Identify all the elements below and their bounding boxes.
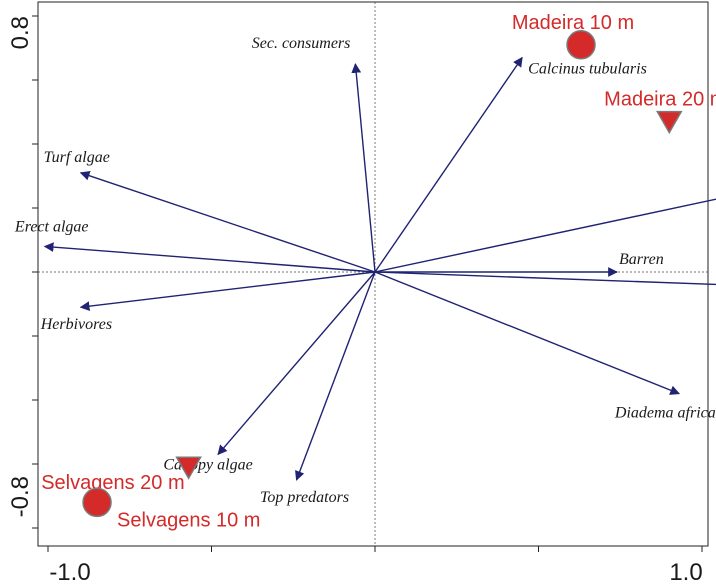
arrow-turf-algae — [79, 170, 376, 273]
arrow-top-predators — [295, 271, 376, 481]
site-markers: Madeira 10 m Madeira 20 m Selvagens 20 m Se… — [41, 12, 716, 532]
site-label-selvagens-10-m: Selvagens 10 m — [117, 509, 260, 531]
site-marker-madeira-20-m — [656, 110, 683, 135]
x-tick-label-left: -1.0 — [49, 559, 90, 584]
axis-tick-labels: 0.8 -0.8 -1.0 1.0 — [7, 16, 703, 584]
arrow-diadema-africanum — [374, 271, 681, 395]
arrow-label-top-predators: Top predators — [260, 489, 349, 506]
site-marker-madeira-10-m — [566, 30, 596, 60]
arrow-inverts — [374, 271, 716, 290]
x-tick-label-right: 1.0 — [669, 559, 702, 584]
site-marker-selvagens-20-m — [175, 456, 202, 480]
site-label-madeira-20-m: Madeira 20 m — [604, 89, 716, 111]
arrow-label-erect-algae: Erect algae — [14, 218, 89, 235]
site-marker-selvagens-10-m — [82, 487, 112, 518]
y-tick-label-top: 0.8 — [7, 16, 34, 49]
arrow-canopy-algae — [217, 271, 376, 456]
axis-ticks — [32, 15, 703, 552]
arrow-label-turf-algae: Turf algae — [44, 149, 110, 166]
site-label-madeira-10-m: Madeira 10 m — [512, 12, 634, 34]
arrow-herbivores — [79, 271, 376, 312]
arrow-calcinus-tubularis — [374, 56, 523, 273]
arrow-label-sec-consumers: Sec. consumers — [252, 35, 351, 52]
arrow-label-diadema-africanum: Diadema africanum — [614, 405, 716, 422]
site-label-selvagens-20-m: Selvagens 20 m — [41, 472, 184, 494]
arrow-sec-consumers — [351, 63, 376, 273]
arrow-label-barren: Barren — [619, 251, 664, 268]
arrow-cca — [374, 198, 716, 273]
arrow-label-calcinus-tubularis: Calcinus tubularis — [528, 61, 647, 78]
arrow-label-herbivores: Herbivores — [40, 316, 112, 333]
arrow-erect-algae — [43, 242, 376, 273]
y-tick-label-bottom: -0.8 — [7, 476, 34, 517]
plot-frame — [37, 1, 709, 547]
